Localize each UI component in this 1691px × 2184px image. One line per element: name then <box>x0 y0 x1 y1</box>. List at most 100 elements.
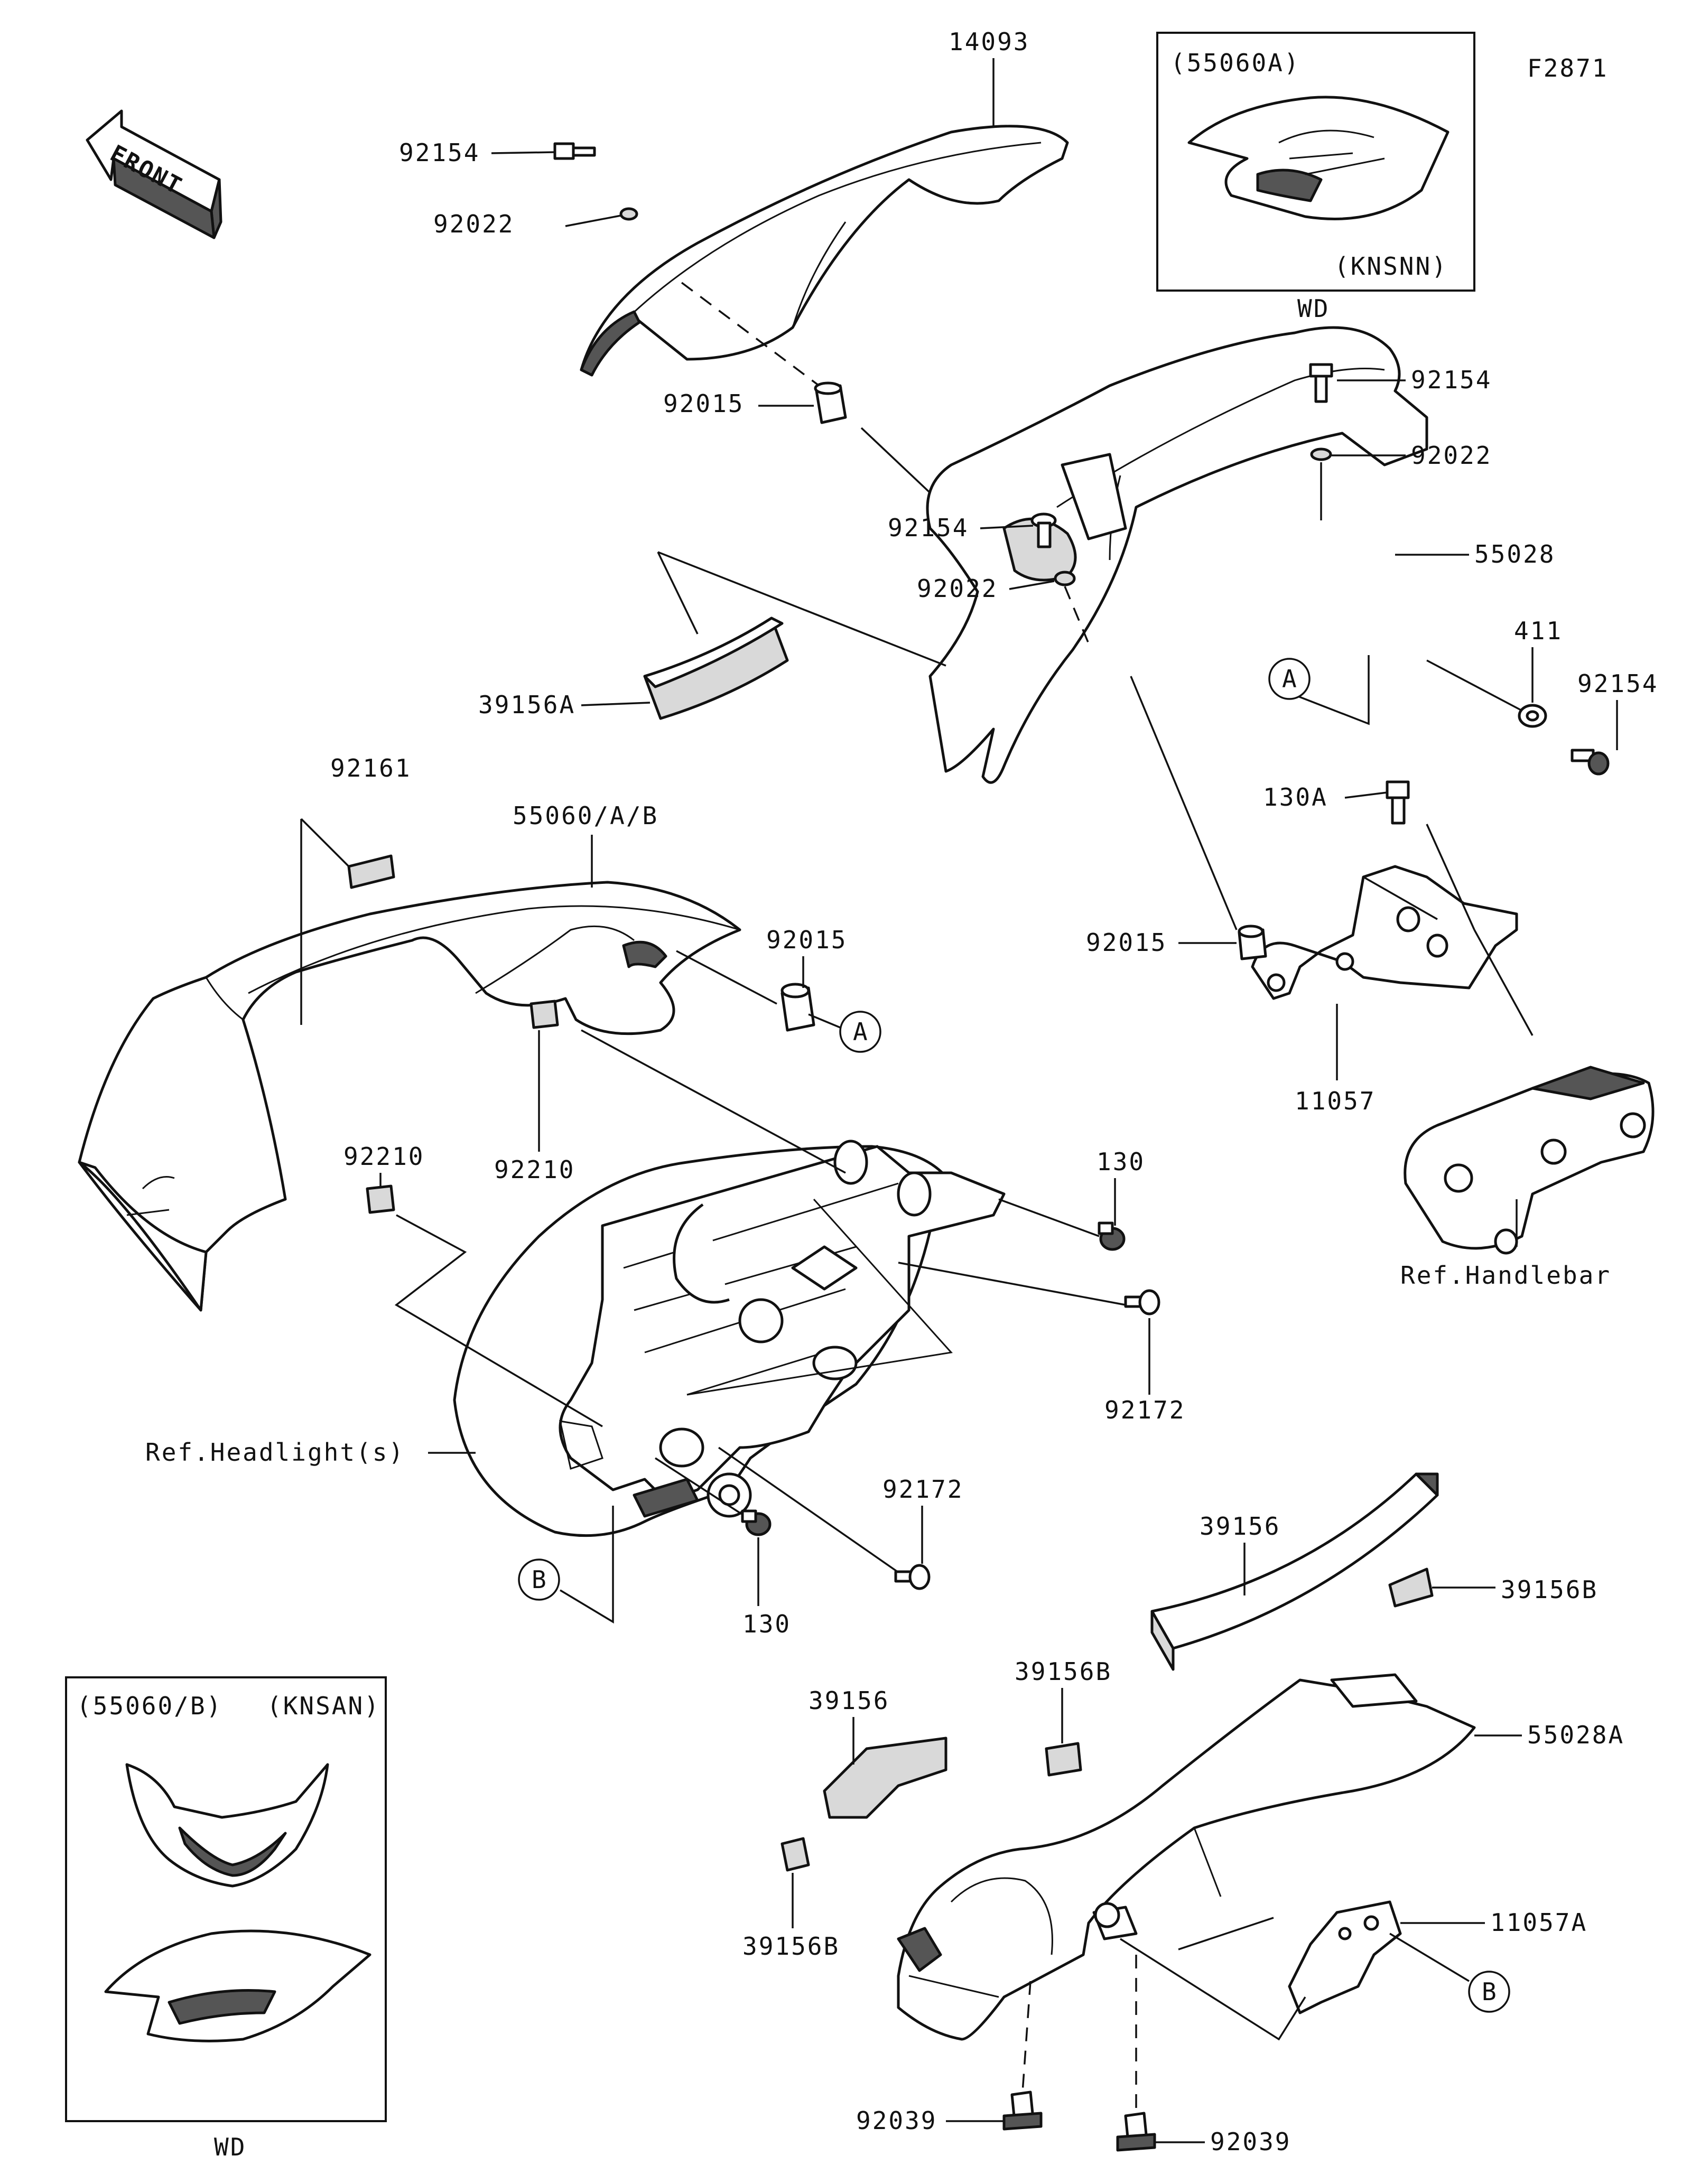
label-92022-top: 92022 <box>433 210 514 238</box>
lead-92154-top <box>491 151 555 154</box>
lead-b-headlight <box>560 1506 614 1624</box>
lead-b-lower <box>1120 1938 1306 2041</box>
cowl-variant-b-side-drawing <box>104 1929 371 2042</box>
label-92154-r2: 92154 <box>1577 669 1658 698</box>
label-39156-l: 39156 <box>809 1686 889 1715</box>
lead-130A <box>1344 791 1388 799</box>
inset-frame <box>1156 32 1475 292</box>
inset-bottom-code: (55060/B) <box>77 1692 222 1720</box>
label-92154-mid: 92154 <box>888 514 969 542</box>
label-ref-headlight: Ref.Headlight(s) <box>145 1438 405 1467</box>
cowl-variant-a-drawing <box>1187 96 1450 220</box>
inset-55060A: (55060A) (KNSNN) WD <box>1156 32 1475 323</box>
clip-92210-b <box>529 1000 559 1029</box>
bracket-11057 <box>1251 865 1518 1000</box>
label-55028A: 55028A <box>1527 1721 1624 1749</box>
label-92154-r1: 92154 <box>1411 366 1492 394</box>
label-14093: 14093 <box>949 27 1029 56</box>
label-92015-top: 92015 <box>663 389 744 418</box>
label-39156A: 39156A <box>478 690 575 719</box>
lead-92154-mid <box>980 525 1034 529</box>
grommet-92015-mid <box>781 983 815 1032</box>
inset-bottom-variant: (KNSAN) <box>267 1692 380 1720</box>
front-arrow-icon: FRONT <box>86 109 222 239</box>
bracket-11057A <box>1288 1900 1402 2014</box>
tape-39156B-mid <box>1045 1742 1082 1777</box>
lead-130A-b <box>1473 929 1534 1036</box>
front-cowl-55060 <box>78 881 741 1312</box>
tape-39156-left <box>823 1737 947 1819</box>
label-92022-r1: 92022 <box>1411 441 1492 470</box>
clip-92039-left <box>1002 2090 1043 2131</box>
bolt-130A <box>1386 780 1410 825</box>
lead-92022-top <box>565 214 621 227</box>
lead-92210-a <box>394 1214 603 1427</box>
headlight-assembly <box>453 1140 1006 1537</box>
label-92161: 92161 <box>330 754 411 782</box>
tape-39156B-left <box>781 1837 810 1872</box>
label-92154-top: 92154 <box>399 138 480 167</box>
bolt-92172-r <box>1124 1289 1160 1315</box>
callout-b-headlight: B <box>518 1558 560 1601</box>
lead-bracket-inner <box>1363 876 1438 920</box>
lead-92022-mid <box>1009 580 1055 590</box>
bolt-92154-r2 <box>1571 749 1610 776</box>
lead-39156A <box>581 702 651 706</box>
inset-bottom-caption: WD <box>214 2133 246 2161</box>
lead-92172-r <box>898 1262 1126 1306</box>
tape-39156-right <box>1150 1472 1439 1671</box>
label-92210-b: 92210 <box>494 1155 575 1184</box>
grommet-92015-top <box>814 381 847 424</box>
callout-b-headlight-label: B <box>532 1565 546 1594</box>
label-ref-handlebar: Ref.Handlebar <box>1400 1261 1611 1290</box>
label-92172-b: 92172 <box>882 1475 963 1504</box>
bolt-92154-mid <box>1030 512 1057 548</box>
tape-92161 <box>347 854 395 889</box>
label-92210-a: 92210 <box>343 1142 424 1171</box>
upper-cowl-14093 <box>580 125 1069 377</box>
lead-92015-mid <box>676 950 777 1005</box>
bolt-130-top <box>1098 1221 1126 1251</box>
label-11057: 11057 <box>1295 1087 1376 1115</box>
lead-92161-b <box>300 818 350 867</box>
callout-a-mid-label: A <box>853 1018 868 1046</box>
label-411: 411 <box>1514 617 1563 645</box>
bolt-130-b <box>741 1509 772 1536</box>
lead-39156A-1 <box>657 552 699 634</box>
callout-a-mid: A <box>839 1011 881 1053</box>
clip-92210-a <box>366 1184 395 1214</box>
inner-cowl-55028 <box>926 326 1428 784</box>
inset-55060B: (55060/B) (KNSAN) WD <box>65 1676 387 2161</box>
bolt-92154-top <box>553 142 596 160</box>
callout-a-top-label: A <box>1282 665 1297 693</box>
label-130-top: 130 <box>1097 1147 1145 1176</box>
tape-39156B-right <box>1388 1567 1434 1608</box>
callout-a-top: A <box>1268 658 1311 700</box>
washer-411 <box>1518 704 1547 728</box>
dash-92039-left <box>1021 1981 1032 2093</box>
bolt-92172-b <box>894 1564 931 1590</box>
label-55028: 55028 <box>1474 540 1555 568</box>
inset-top-variant: (KNSNN) <box>1334 252 1448 281</box>
clip-92039-right <box>1116 2112 1156 2152</box>
lead-a-top <box>1273 655 1370 725</box>
label-11057A: 11057A <box>1490 1908 1587 1937</box>
callout-b-lower: B <box>1468 1971 1510 2013</box>
label-55060AB: 55060/A/B <box>513 801 658 830</box>
lead-55028A-bracket <box>1178 1917 1274 1950</box>
label-92015-r: 92015 <box>1086 928 1167 957</box>
lead-39156A-2 <box>657 551 946 667</box>
label-39156B-m: 39156B <box>1015 1657 1112 1686</box>
tape-39156A <box>643 617 789 720</box>
label-92039-l: 92039 <box>856 2106 937 2135</box>
washer-92022-mid <box>1054 571 1076 586</box>
label-92172-r: 92172 <box>1104 1396 1185 1424</box>
inset-top-code: (55060A) <box>1170 49 1300 77</box>
lead-130A-a <box>1426 824 1475 930</box>
dash-92022-mid <box>1064 586 1092 650</box>
washer-92022-r1 <box>1310 447 1332 461</box>
label-130A: 130A <box>1263 783 1328 811</box>
bolt-92154-r1 <box>1309 363 1333 403</box>
lower-cowl-55028A <box>897 1673 1476 2041</box>
